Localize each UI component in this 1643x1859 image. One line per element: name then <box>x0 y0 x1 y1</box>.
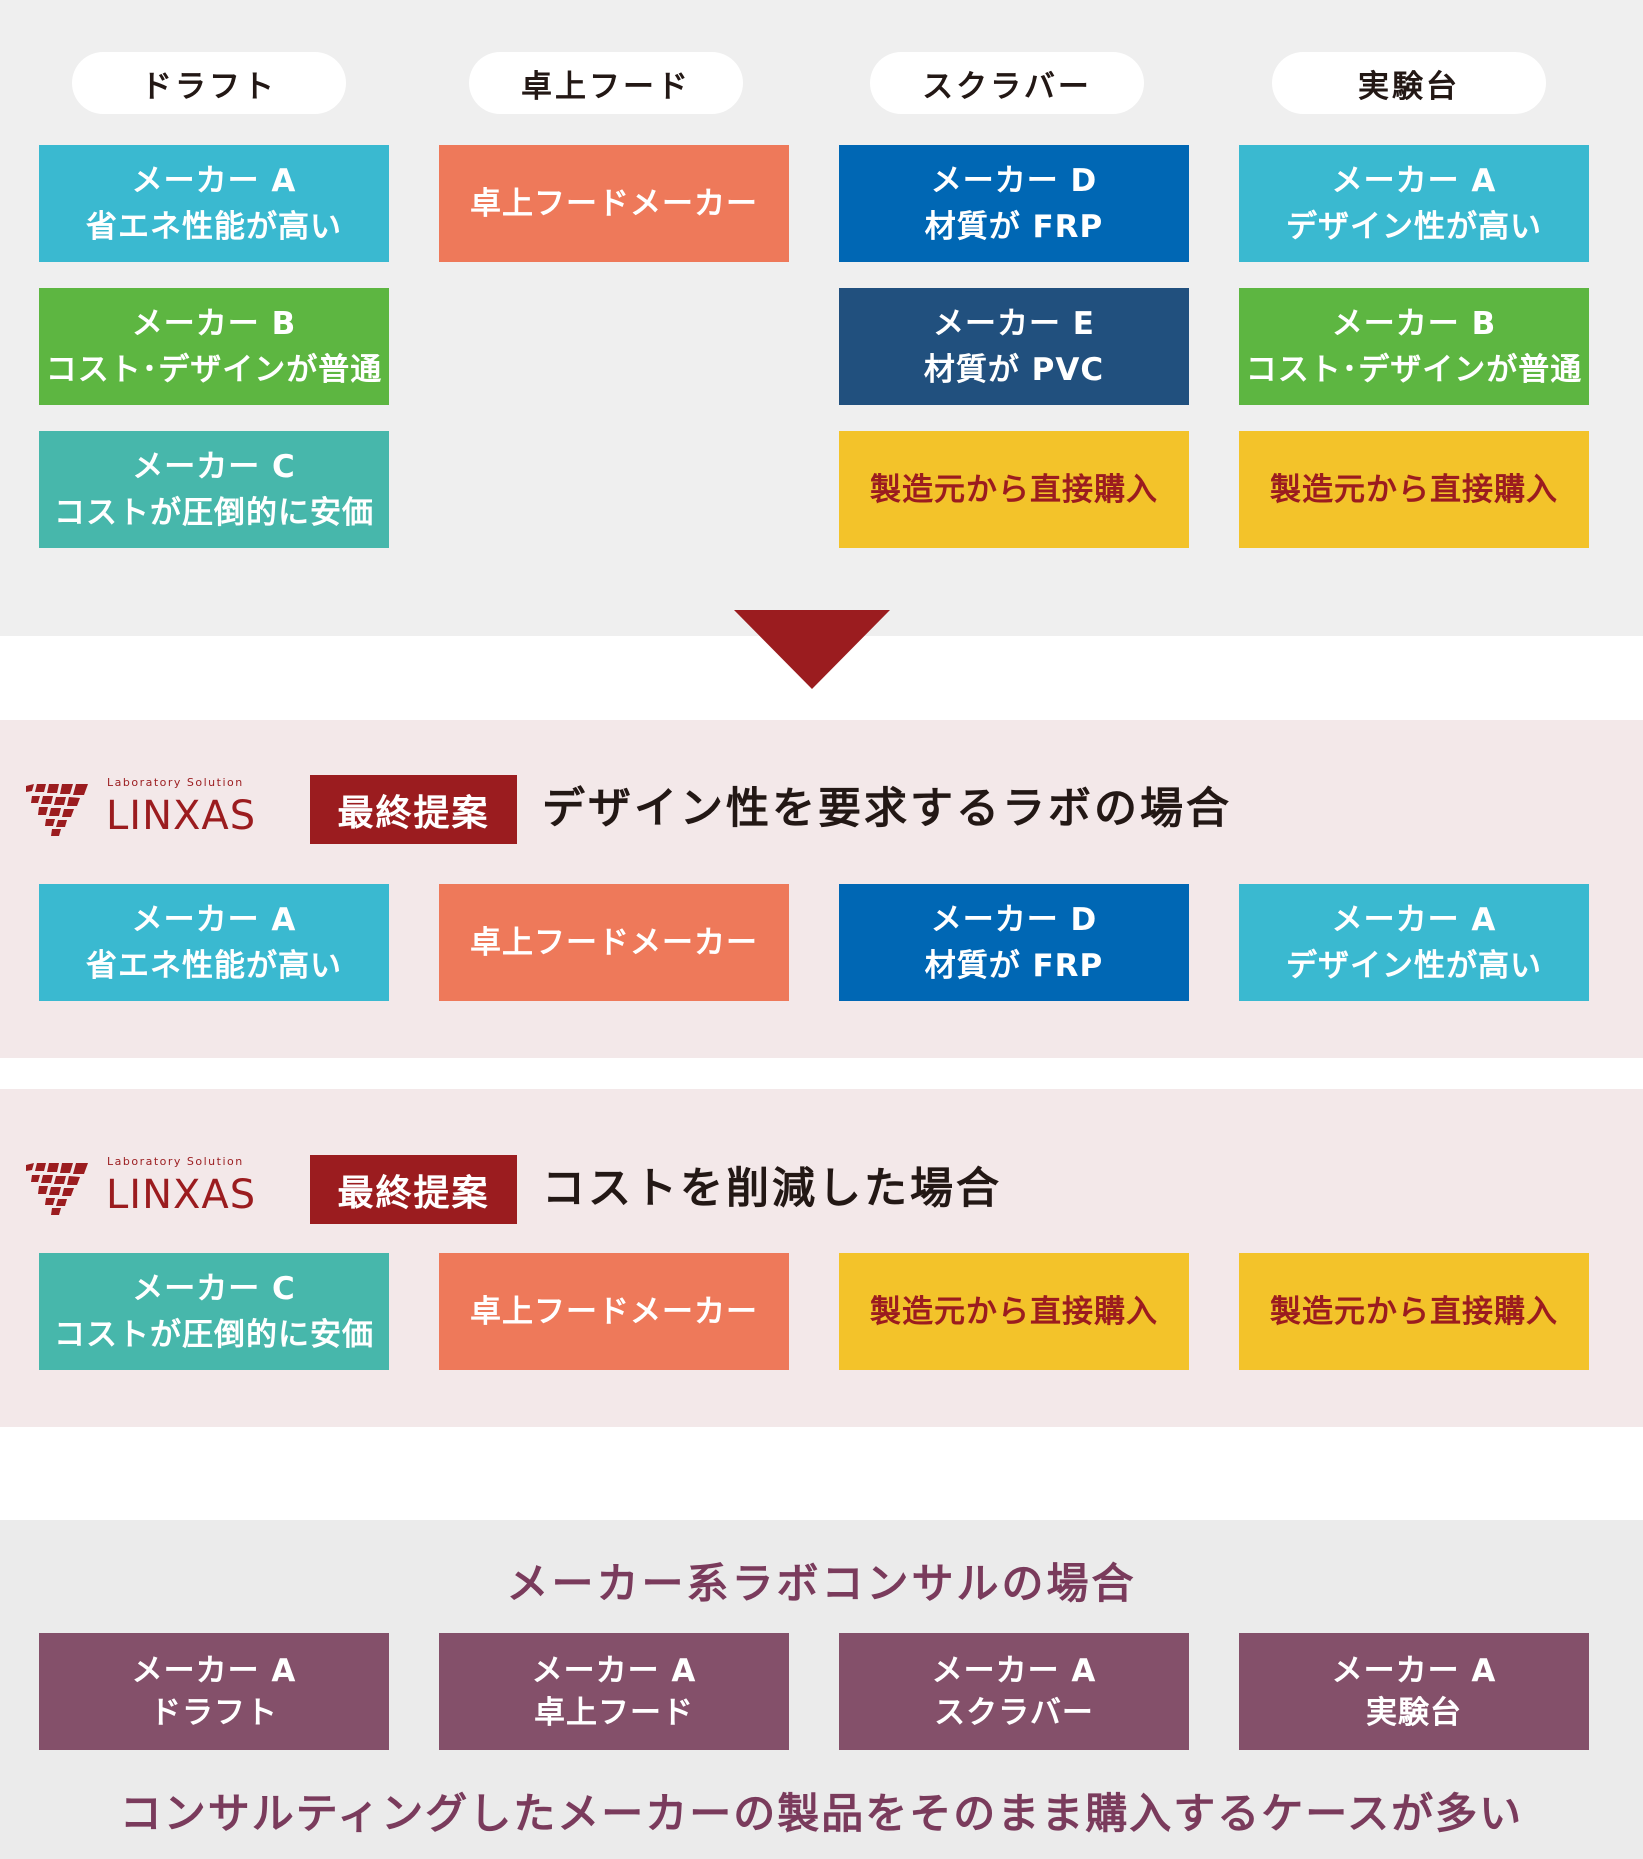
proposal-heading: デザイン性を要求するラボの場合 <box>542 784 1232 834</box>
consult-box-scrubber: メーカー A スクラバー <box>839 1633 1189 1750</box>
option-direct-purchase: 製造元から直接購入 <box>1239 431 1589 548</box>
option-direct-purchase: 製造元から直接購入 <box>839 431 1189 548</box>
proposal-design-panel: Laboratory Solution LINXAS 最終提案 デザイン性を要求… <box>0 720 1643 1058</box>
option-line: ドラフト <box>150 1694 278 1731</box>
linxas-grid-logo-icon <box>26 1163 88 1215</box>
proposal-box-direct-purchase: 製造元から直接購入 <box>839 1253 1189 1370</box>
proposal-box-maker-a: メーカー A 省エネ性能が高い <box>39 884 389 1001</box>
proposal-box-maker-a: メーカー A デザイン性が高い <box>1239 884 1589 1001</box>
option-line: メーカー A <box>131 901 297 938</box>
option-line: 製造元から直接購入 <box>1270 471 1558 508</box>
option-line: コストが圧倒的に安価 <box>54 494 374 531</box>
linxas-logo: Laboratory Solution LINXAS <box>26 1155 266 1223</box>
option-line: メーカー D <box>930 901 1098 938</box>
option-line: メーカー A <box>131 162 297 199</box>
logo-tagline: Laboratory Solution <box>107 1155 244 1168</box>
consult-box-draft: メーカー A ドラフト <box>39 1633 389 1750</box>
option-maker-a: メーカー A デザイン性が高い <box>1239 145 1589 262</box>
proposal-cost-panel: Laboratory Solution LINXAS 最終提案 コストを削減した… <box>0 1089 1643 1427</box>
option-line: コスト･デザインが普通 <box>45 351 383 388</box>
option-line: コスト･デザインが普通 <box>1245 351 1583 388</box>
option-line: メーカー C <box>132 448 296 485</box>
category-desktop-hood: 卓上フード <box>469 52 743 114</box>
option-desktop-hood-maker: 卓上フードメーカー <box>439 145 789 262</box>
option-line: メーカー D <box>930 162 1098 199</box>
logo-wordmark: LINXAS <box>106 1172 257 1218</box>
linxas-logo: Laboratory Solution LINXAS <box>26 776 266 844</box>
option-line: 製造元から直接購入 <box>870 1293 1158 1330</box>
option-line: 材質が FRP <box>924 208 1104 245</box>
option-line: デザイン性が高い <box>1286 208 1542 245</box>
logo-tagline: Laboratory Solution <box>107 776 244 789</box>
option-line: 製造元から直接購入 <box>1270 1293 1558 1330</box>
option-line: 省エネ性能が高い <box>86 208 342 245</box>
option-maker-a: メーカー A 省エネ性能が高い <box>39 145 389 262</box>
option-line: メーカー A <box>1331 1652 1497 1689</box>
proposal-heading: コストを削減した場合 <box>542 1164 1002 1214</box>
option-line: 卓上フードメーカー <box>470 924 758 961</box>
logo-wordmark: LINXAS <box>106 793 257 839</box>
consult-note: コンサルティングしたメーカーの製品をそのまま購入するケースが多い <box>119 1789 1524 1838</box>
category-scrubber: スクラバー <box>870 52 1144 114</box>
final-proposal-badge: 最終提案 <box>310 1155 517 1224</box>
down-arrow-icon <box>734 610 890 689</box>
category-lab-bench: 実験台 <box>1272 52 1546 114</box>
option-line: 製造元から直接購入 <box>870 471 1158 508</box>
option-maker-b: メーカー B コスト･デザインが普通 <box>39 288 389 405</box>
proposal-box-direct-purchase: 製造元から直接購入 <box>1239 1253 1589 1370</box>
final-proposal-badge: 最終提案 <box>310 775 517 844</box>
option-line: 材質が FRP <box>924 947 1104 984</box>
option-line: スクラバー <box>934 1694 1094 1731</box>
category-draft: ドラフト <box>72 52 346 114</box>
option-line: メーカー B <box>1331 305 1497 342</box>
option-line: メーカー A <box>131 1652 297 1689</box>
option-line: 材質が PVC <box>923 351 1105 388</box>
option-line: 実験台 <box>1366 1694 1462 1731</box>
proposal-box-maker-d: メーカー D 材質が FRP <box>839 884 1189 1001</box>
linxas-grid-logo-icon <box>26 784 88 836</box>
option-line: メーカー A <box>1331 162 1497 199</box>
proposal-box-desktop-hood: 卓上フードメーカー <box>439 1253 789 1370</box>
consult-box-lab-bench: メーカー A 実験台 <box>1239 1633 1589 1750</box>
option-line: 省エネ性能が高い <box>86 947 342 984</box>
option-line: メーカー E <box>933 305 1095 342</box>
option-line: 卓上フード <box>534 1694 694 1731</box>
proposal-box-desktop-hood: 卓上フードメーカー <box>439 884 789 1001</box>
option-line: 卓上フードメーカー <box>470 1293 758 1330</box>
option-line: メーカー A <box>931 1652 1097 1689</box>
option-line: コストが圧倒的に安価 <box>54 1316 374 1353</box>
options-panel: ドラフト 卓上フード スクラバー 実験台 メーカー A 省エネ性能が高い メーカ… <box>0 0 1643 636</box>
option-maker-c: メーカー C コストが圧倒的に安価 <box>39 431 389 548</box>
proposal-box-maker-c: メーカー C コストが圧倒的に安価 <box>39 1253 389 1370</box>
option-line: メーカー A <box>531 1652 697 1689</box>
option-maker-e: メーカー E 材質が PVC <box>839 288 1189 405</box>
option-line: 卓上フードメーカー <box>470 185 758 222</box>
option-line: メーカー B <box>131 305 297 342</box>
option-line: メーカー A <box>1331 901 1497 938</box>
consult-title: メーカー系ラボコンサルの場合 <box>506 1559 1137 1608</box>
option-line: デザイン性が高い <box>1286 947 1542 984</box>
consult-box-desktop-hood: メーカー A 卓上フード <box>439 1633 789 1750</box>
option-maker-b: メーカー B コスト･デザインが普通 <box>1239 288 1589 405</box>
option-line: メーカー C <box>132 1270 296 1307</box>
option-maker-d: メーカー D 材質が FRP <box>839 145 1189 262</box>
